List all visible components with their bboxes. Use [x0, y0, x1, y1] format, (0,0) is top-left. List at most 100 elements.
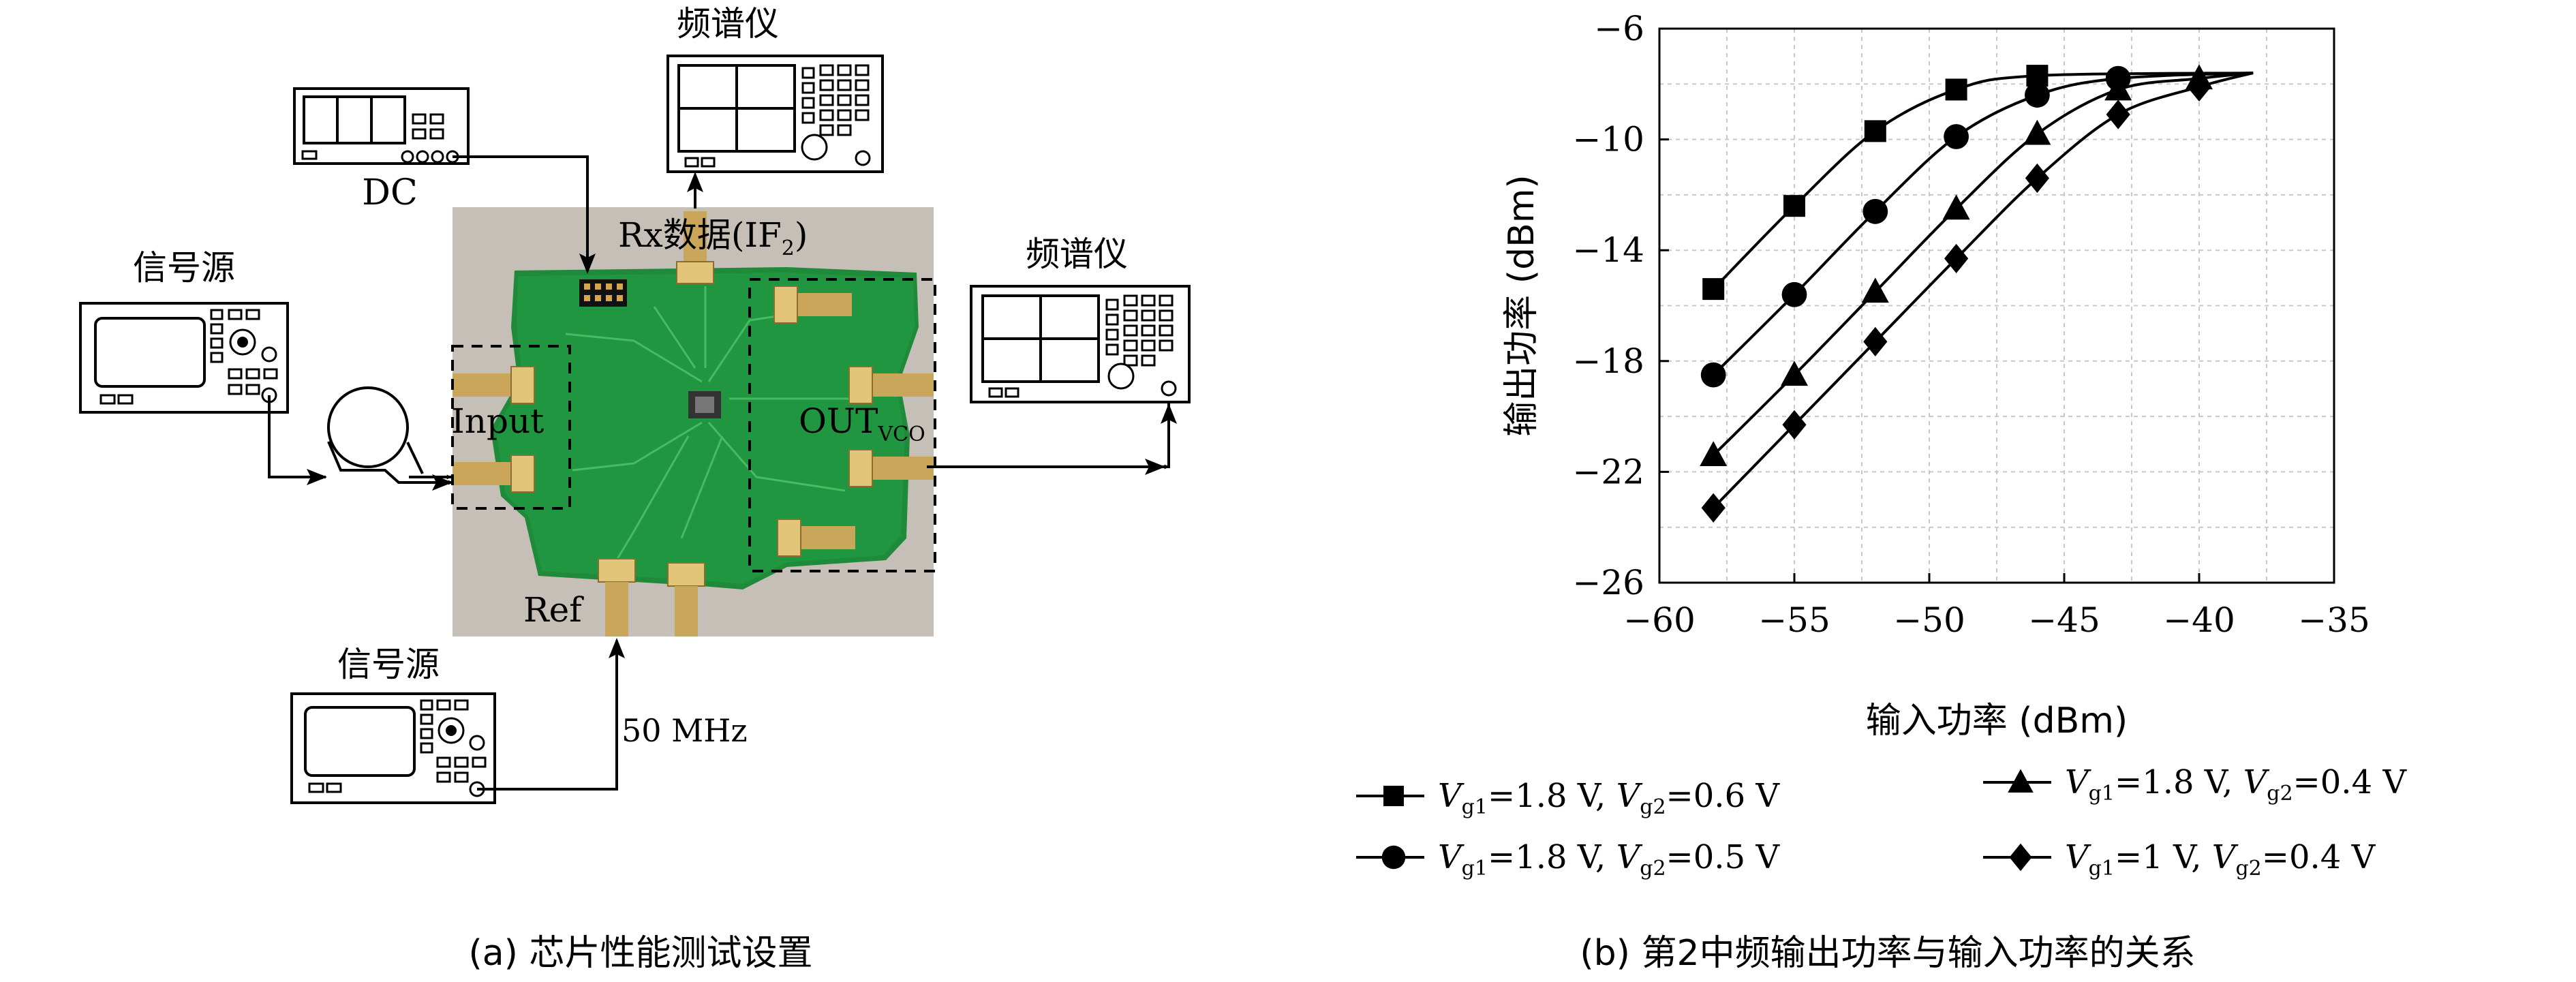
legend-label: Vg1=1.8 V, Vg2=0.5 V	[1438, 838, 1780, 880]
y-tick-label: −18	[1572, 341, 1644, 381]
x-tick-label: −50	[1893, 600, 1965, 640]
chart-series	[1700, 64, 2254, 523]
marker-diamond	[2009, 843, 2032, 872]
legend-sub2: g2	[1640, 795, 1666, 819]
series-circle	[1700, 65, 2254, 388]
series-line	[1712, 72, 2254, 290]
caption-right: (b) 第2中频输出功率与输入功率的关系	[1580, 933, 2195, 974]
legend-val1: =1 V,	[2115, 838, 2212, 876]
legend-sub1: g1	[2089, 782, 2115, 805]
label-out-main: OUT	[799, 401, 878, 441]
header-pins	[579, 279, 627, 307]
marker-square	[1864, 120, 1886, 142]
x-tick-label: −55	[1758, 600, 1830, 640]
legend-sub2: g2	[2267, 782, 2293, 805]
signal-generator-bottom	[290, 692, 496, 804]
marker-diamond	[1863, 326, 1888, 356]
marker-diamond	[1782, 410, 1807, 440]
label-spectrum-right: 频谱仪	[1026, 234, 1128, 274]
legend-label: Vg1=1 V, Vg2=0.4 V	[2065, 838, 2376, 880]
sma-connectors	[453, 211, 934, 636]
marker-triangle	[2008, 769, 2034, 793]
legend-item-diamond: Vg1=1 V, Vg2=0.4 V	[1983, 838, 2376, 880]
label-rx-data-prefix: Rx数据(IF	[618, 215, 782, 255]
plot-frame	[1658, 27, 2335, 584]
legend-item-circle: Vg1=1.8 V, Vg2=0.5 V	[1356, 838, 1780, 880]
legend-v2: V	[2243, 763, 2270, 801]
legend-label: Vg1=1.8 V, Vg2=0.6 V	[1438, 777, 1780, 819]
input-dashed-box	[451, 345, 571, 510]
legend-val2: =0.4 V	[2262, 838, 2376, 876]
y-tick-label: −14	[1572, 230, 1644, 270]
legend-sub1: g1	[1462, 857, 1488, 880]
marker-circle	[1862, 198, 1888, 224]
y-tick-label: −6	[1594, 9, 1644, 48]
marker-square	[1945, 78, 1967, 101]
series-square	[1702, 65, 2254, 301]
legend-v1: V	[2065, 838, 2091, 876]
label-signal-left: 信号源	[133, 248, 235, 288]
series-triangle	[1700, 64, 2254, 467]
marker-square	[1702, 278, 1725, 301]
marker-square	[1383, 786, 1404, 806]
legend-sub2: g2	[2235, 857, 2261, 880]
y-tick-label: −26	[1572, 563, 1644, 602]
pcb-photo	[451, 207, 936, 636]
label-signal-bottom: 信号源	[337, 645, 440, 684]
label-ref: Ref	[523, 590, 584, 630]
legend-sub2: g2	[1640, 857, 1666, 880]
marker-diamond	[1944, 243, 1969, 273]
marker-circle	[1700, 362, 1726, 388]
signal-generator-left	[79, 302, 289, 414]
power-splitter	[327, 386, 409, 468]
output-dashed-box	[748, 278, 936, 572]
label-out-vco: OUTVCO	[799, 401, 925, 446]
label-rx-data-sub: 2	[782, 236, 795, 260]
marker-diamond	[2106, 99, 2130, 129]
x-tick-label: −35	[2298, 600, 2370, 640]
series-line	[1712, 72, 2254, 376]
legend-sub1: g1	[2089, 857, 2115, 880]
legend-v2: V	[1616, 777, 1643, 815]
marker-circle	[1381, 845, 1406, 870]
y-tick-label: −10	[1572, 120, 1644, 159]
marker-triangle	[2023, 119, 2051, 145]
marker-triangle	[2104, 75, 2132, 101]
marker-circle	[1781, 281, 1807, 307]
legend-val1: =1.8 V,	[1488, 777, 1616, 815]
legend-v1: V	[1438, 777, 1465, 815]
y-tick-label: −22	[1572, 452, 1644, 491]
label-rx-data-suffix: )	[795, 215, 808, 255]
legend-item-triangle: Vg1=1.8 V, Vg2=0.4 V	[1983, 763, 2407, 805]
marker-triangle	[1942, 194, 1970, 220]
label-out-sub: VCO	[877, 423, 925, 446]
setup-diagram: 频谱仪 DC Rx数据(IF2) 频谱仪 信号源 Input OUTVCO Re…	[79, 4, 1191, 974]
label-spectrum-top: 频谱仪	[677, 4, 779, 44]
marker-diamond	[2025, 163, 2049, 194]
legend-sub1: g1	[1462, 795, 1488, 819]
legend-label: Vg1=1.8 V, Vg2=0.4 V	[2065, 763, 2407, 805]
x-tick-label: −45	[2028, 600, 2100, 640]
legend-val2: =0.5 V	[1666, 838, 1781, 876]
dc-supply	[293, 87, 470, 165]
marker-circle	[2025, 82, 2050, 108]
x-tick-label: −40	[2163, 600, 2235, 640]
arrowheads	[307, 172, 1177, 658]
label-dc: DC	[362, 172, 417, 213]
marker-triangle	[1700, 441, 1728, 467]
legend-v2: V	[1616, 838, 1643, 876]
legend-item-square: Vg1=1.8 V, Vg2=0.6 V	[1356, 777, 1780, 819]
legend-val2: =0.6 V	[1666, 777, 1781, 815]
chart-ticks: −60−55−50−45−40−35−6−10−14−18−22−26	[1572, 9, 2370, 640]
spectrum-analyzer-right	[970, 285, 1191, 403]
x-axis-label: 输入功率 (dBm)	[1866, 701, 2128, 741]
legend-val1: =1.8 V,	[2115, 763, 2243, 801]
legend-v2: V	[2212, 838, 2239, 876]
series-diamond	[1701, 72, 2254, 523]
spectrum-analyzer-top	[666, 55, 884, 173]
caption-left: (a) 芯片性能测试设置	[469, 933, 813, 974]
legend-v1: V	[2065, 763, 2091, 801]
label-freq: 50 MHz	[622, 712, 748, 749]
